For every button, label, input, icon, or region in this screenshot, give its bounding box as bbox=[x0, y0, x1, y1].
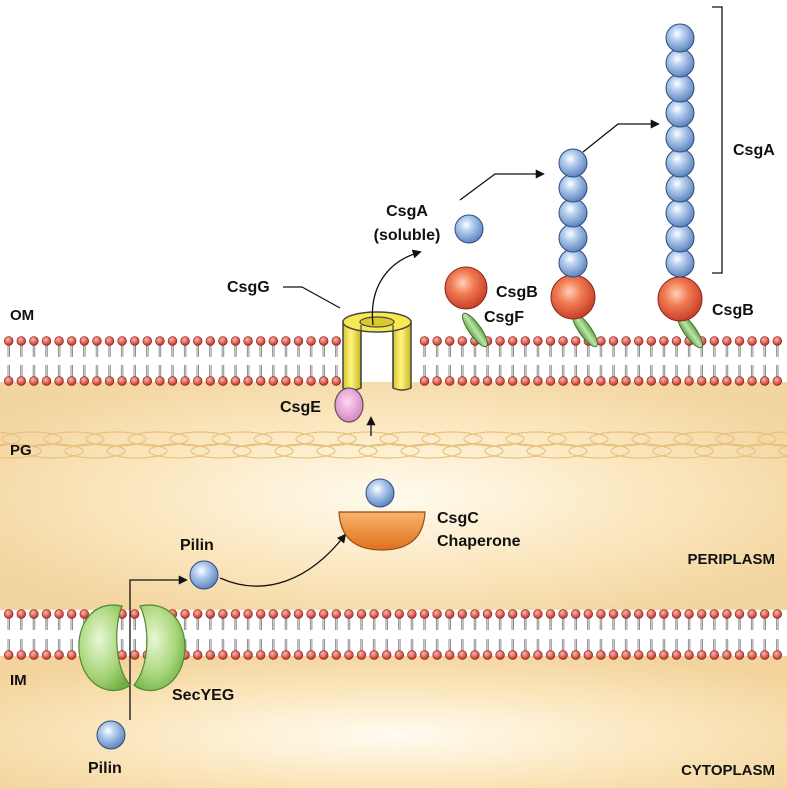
label-csga-fiber: CsgA bbox=[733, 142, 775, 159]
label-csgf: CsgF bbox=[484, 309, 524, 326]
label-secyeg: SecYEG bbox=[172, 687, 234, 704]
csga-subunit bbox=[558, 173, 588, 203]
csga-subunit bbox=[665, 23, 695, 53]
label-pilin-cytoplasm: Pilin bbox=[88, 760, 122, 777]
secyeg-translocon bbox=[78, 604, 186, 692]
csga-soluble-subunit bbox=[454, 214, 484, 244]
inner-membrane bbox=[3, 609, 782, 660]
label-cytoplasm: CYTOPLASM bbox=[681, 762, 775, 779]
label-csgg: CsgG bbox=[227, 279, 270, 296]
csge-protein bbox=[334, 387, 364, 423]
csgg-pore bbox=[342, 311, 412, 391]
label-chaperone: Chaperone bbox=[437, 533, 521, 550]
label-pilin-periplasm: Pilin bbox=[180, 537, 214, 554]
peptidoglycan-layer bbox=[0, 431, 787, 459]
csgb-csgf-assembly-left bbox=[444, 266, 488, 348]
csga-subunit bbox=[665, 148, 695, 178]
csgb-csgf-assembly-right bbox=[657, 276, 703, 349]
csga-fiber-short bbox=[558, 148, 588, 278]
csga-subunit bbox=[665, 248, 695, 278]
csgc-bound-pilin bbox=[365, 478, 395, 508]
csga-subunit bbox=[558, 198, 588, 228]
label-csgb-left: CsgB bbox=[496, 284, 538, 301]
csgg-leader-line bbox=[283, 286, 341, 309]
label-csga-soluble: CsgA bbox=[386, 203, 428, 220]
csga-subunit bbox=[665, 173, 695, 203]
arrow-soluble-to-short-fiber bbox=[459, 169, 545, 201]
label-csga-soluble-sub: (soluble) bbox=[374, 227, 441, 244]
csgc-chaperone bbox=[338, 511, 426, 551]
csga-subunit bbox=[665, 123, 695, 153]
csga-subunit bbox=[665, 48, 695, 78]
csga-subunit bbox=[665, 198, 695, 228]
cytoplasm-region bbox=[0, 656, 787, 788]
outer-membrane bbox=[3, 336, 782, 386]
label-om: OM bbox=[10, 307, 34, 324]
csgb-csgf-assembly-middle bbox=[550, 274, 598, 348]
label-csge: CsgE bbox=[280, 399, 321, 416]
label-pg: PG bbox=[10, 442, 32, 459]
arrow-csgg-to-soluble bbox=[371, 249, 422, 326]
csga-subunit bbox=[558, 148, 588, 178]
arrow-secyeg-translocation bbox=[129, 575, 188, 720]
label-im: IM bbox=[10, 672, 27, 689]
arrow-pilin-to-csgc bbox=[219, 533, 347, 587]
csga-fiber-long bbox=[665, 23, 695, 278]
csga-subunit bbox=[665, 223, 695, 253]
label-periplasm: PERIPLASM bbox=[687, 551, 775, 568]
pilin-periplasm-subunit bbox=[189, 560, 219, 590]
label-csgc: CsgC bbox=[437, 510, 479, 527]
csga-subunit bbox=[558, 248, 588, 278]
pilin-cytoplasm-subunit bbox=[96, 720, 126, 750]
csga-fiber-bracket bbox=[712, 6, 723, 274]
csga-subunit bbox=[665, 98, 695, 128]
csga-subunit bbox=[558, 223, 588, 253]
arrow-short-to-long-fiber bbox=[582, 119, 660, 153]
label-csgb-right: CsgB bbox=[712, 302, 754, 319]
csga-subunit bbox=[665, 73, 695, 103]
